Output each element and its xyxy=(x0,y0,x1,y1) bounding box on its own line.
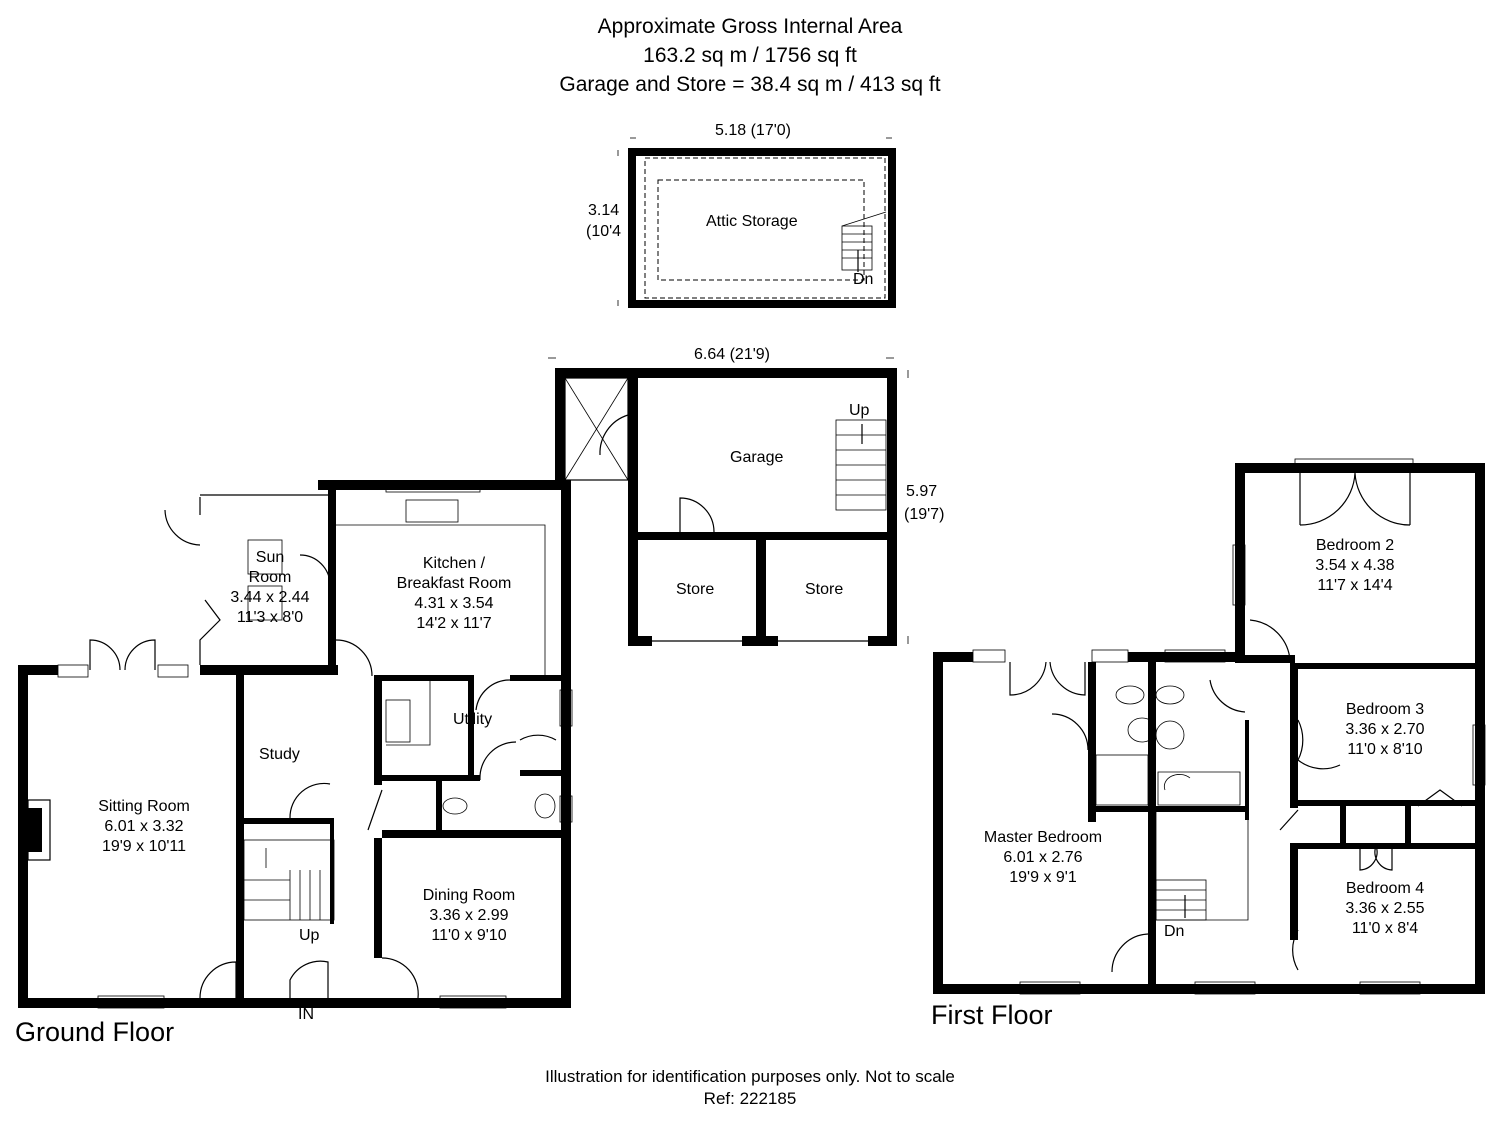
attic-height-imperial: (10'4 xyxy=(586,223,622,240)
bedroom-4-label: Bedroom 4 3.36 x 2.55 11'0 x 8'4 xyxy=(1345,880,1425,937)
garage-stairs-label: Up xyxy=(849,402,870,419)
ground-floor-title: Ground Floor xyxy=(15,1017,175,1047)
attic-plan xyxy=(617,137,896,308)
garage-width-dimension: 6.64 (21'9) xyxy=(694,346,770,363)
attic-stairs-label: Dn xyxy=(853,271,874,288)
bedroom-3-label: Bedroom 3 3.36 x 2.70 11'0 x 8'10 xyxy=(1345,701,1425,758)
garage-area: Garage and Store = 38.4 sq m / 413 sq ft xyxy=(559,73,941,96)
disclaimer: Illustration for identification purposes… xyxy=(545,1067,955,1086)
attic-storage-label: Attic Storage xyxy=(706,213,798,230)
garage-plan xyxy=(548,357,909,646)
first-floor-title: First Floor xyxy=(931,1000,1053,1030)
garage-height-metric: 5.97 xyxy=(906,483,938,500)
store-left-label: Store xyxy=(676,581,715,598)
sitting-room-label: Sitting Room 6.01 x 3.32 19'9 x 10'11 xyxy=(98,798,190,855)
garage-height-imperial: (19'7) xyxy=(904,506,945,523)
ground-stairs-label: Up xyxy=(299,927,320,944)
master-bedroom-label: Master Bedroom 6.01 x 2.76 19'9 x 9'1 xyxy=(983,829,1103,886)
first-stairs-label: Dn xyxy=(1164,923,1185,940)
dining-room-label: Dining Room 3.36 x 2.99 11'0 x 9'10 xyxy=(422,887,516,944)
garage-label: Garage xyxy=(730,449,784,466)
attic-height-metric: 3.14 xyxy=(588,202,620,219)
ground-floor-plan xyxy=(18,480,573,1009)
first-floor-plan xyxy=(933,458,1486,995)
utility-label: Utility xyxy=(453,711,493,728)
sun-room-label: Sun Room 3.44 x 2.44 11'3 x 8'0 xyxy=(230,549,310,626)
kitchen-label: Kitchen / Breakfast Room 4.31 x 3.54 14'… xyxy=(396,555,512,632)
reference: Ref: 222185 xyxy=(703,1089,797,1108)
study-label: Study xyxy=(259,746,300,763)
entrance-label: IN xyxy=(298,1006,314,1023)
bedroom-2-label: Bedroom 2 3.54 x 4.38 11'7 x 14'4 xyxy=(1315,537,1395,594)
store-right-label: Store xyxy=(805,581,844,598)
area-title: Approximate Gross Internal Area xyxy=(597,15,903,38)
total-area: 163.2 sq m / 1756 sq ft xyxy=(643,44,857,67)
attic-width-dimension: 5.18 (17'0) xyxy=(715,122,791,139)
